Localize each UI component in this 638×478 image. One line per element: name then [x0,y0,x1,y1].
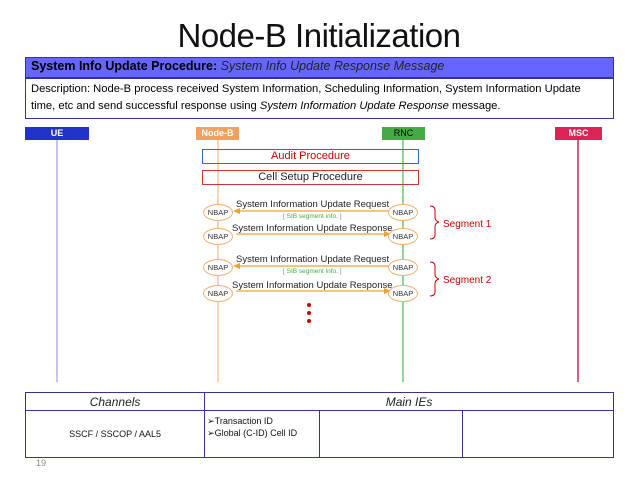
continuation-dot-2 [307,311,311,315]
page-number: 19 [36,458,47,468]
seg2-sib-label: [ SIB segment info. ] [283,268,342,275]
ie-item: ➢Transaction ID [207,416,273,426]
seg2-response-label: System Information Update Response [232,280,393,291]
procedure-banner-text: System Info Update Procedure: System Inf… [31,59,444,73]
nbap-rnc-seg1-resp: NBAP [388,228,418,245]
ie-item: ➢Global (C-ID) Cell ID [207,428,298,438]
procedure-message: System Info Update Response Message [217,59,445,73]
seg2-request-arrowhead [233,263,240,269]
seg2-brace [429,261,440,297]
segment-1-label: Segment 1 [443,219,492,230]
seg1-response-label: System Information Update Response [232,223,393,234]
seg1-sib-label: [ SIB segment info. ] [283,213,342,220]
seg2-response-arrowhead [384,288,391,294]
nbap-nodeb-seg1-resp: NBAP [203,228,233,245]
seg1-brace [429,205,440,240]
description-text: Description: Node-B process received Sys… [31,81,606,115]
nbap-rnc-seg2-req: NBAP [388,259,418,276]
seg1-request-label: System Information Update Request [236,199,390,210]
procedure-name: System Info Update Procedure: [31,59,218,73]
slide-title: Node-B Initialization [177,17,462,54]
cell-setup-procedure-box: Cell Setup Procedure [202,170,419,185]
entity-ue: UE [25,127,89,140]
nbap-rnc-seg1-req: NBAP [388,204,418,221]
seg1-response-arrowhead [384,231,391,237]
audit-procedure-box: Audit Procedure [202,149,419,164]
description-emphasis: System Information Update Response [259,100,449,112]
ies-cell-3 [462,410,614,458]
procedure-banner [25,57,614,78]
nbap-nodeb-seg2-resp: NBAP [203,285,233,302]
entity-nodeb: Node-B [196,127,239,140]
nbap-rnc-seg2-resp: NBAP [388,285,418,302]
description-suffix: message. [448,100,501,112]
seg2-request-label: System Information Update Request [236,254,390,265]
ies-cell-1: ➢Transaction ID ➢Global (C-ID) Cell ID [204,410,321,458]
entity-rnc: RNC [382,127,425,140]
continuation-dot-1 [307,303,311,307]
nbap-nodeb-seg1-req: NBAP [203,204,233,221]
description-prefix: Description: Node-B process received Sys… [31,83,581,112]
segment-2-label: Segment 2 [443,275,492,286]
ies-cell-2 [319,410,464,458]
ie-table: Channels Main IEs SSCF / SSCOP / AAL5 ➢T… [24,392,614,458]
seg1-request-arrowhead [233,208,240,214]
entity-msc: MSC [555,127,602,140]
nbap-nodeb-seg2-req: NBAP [203,259,233,276]
channels-value: SSCF / SSCOP / AAL5 [24,410,206,458]
description-box [25,78,614,119]
channels-header: Channels [24,392,206,411]
main-ies-header: Main IEs [204,392,614,411]
continuation-dot-3 [307,319,311,323]
